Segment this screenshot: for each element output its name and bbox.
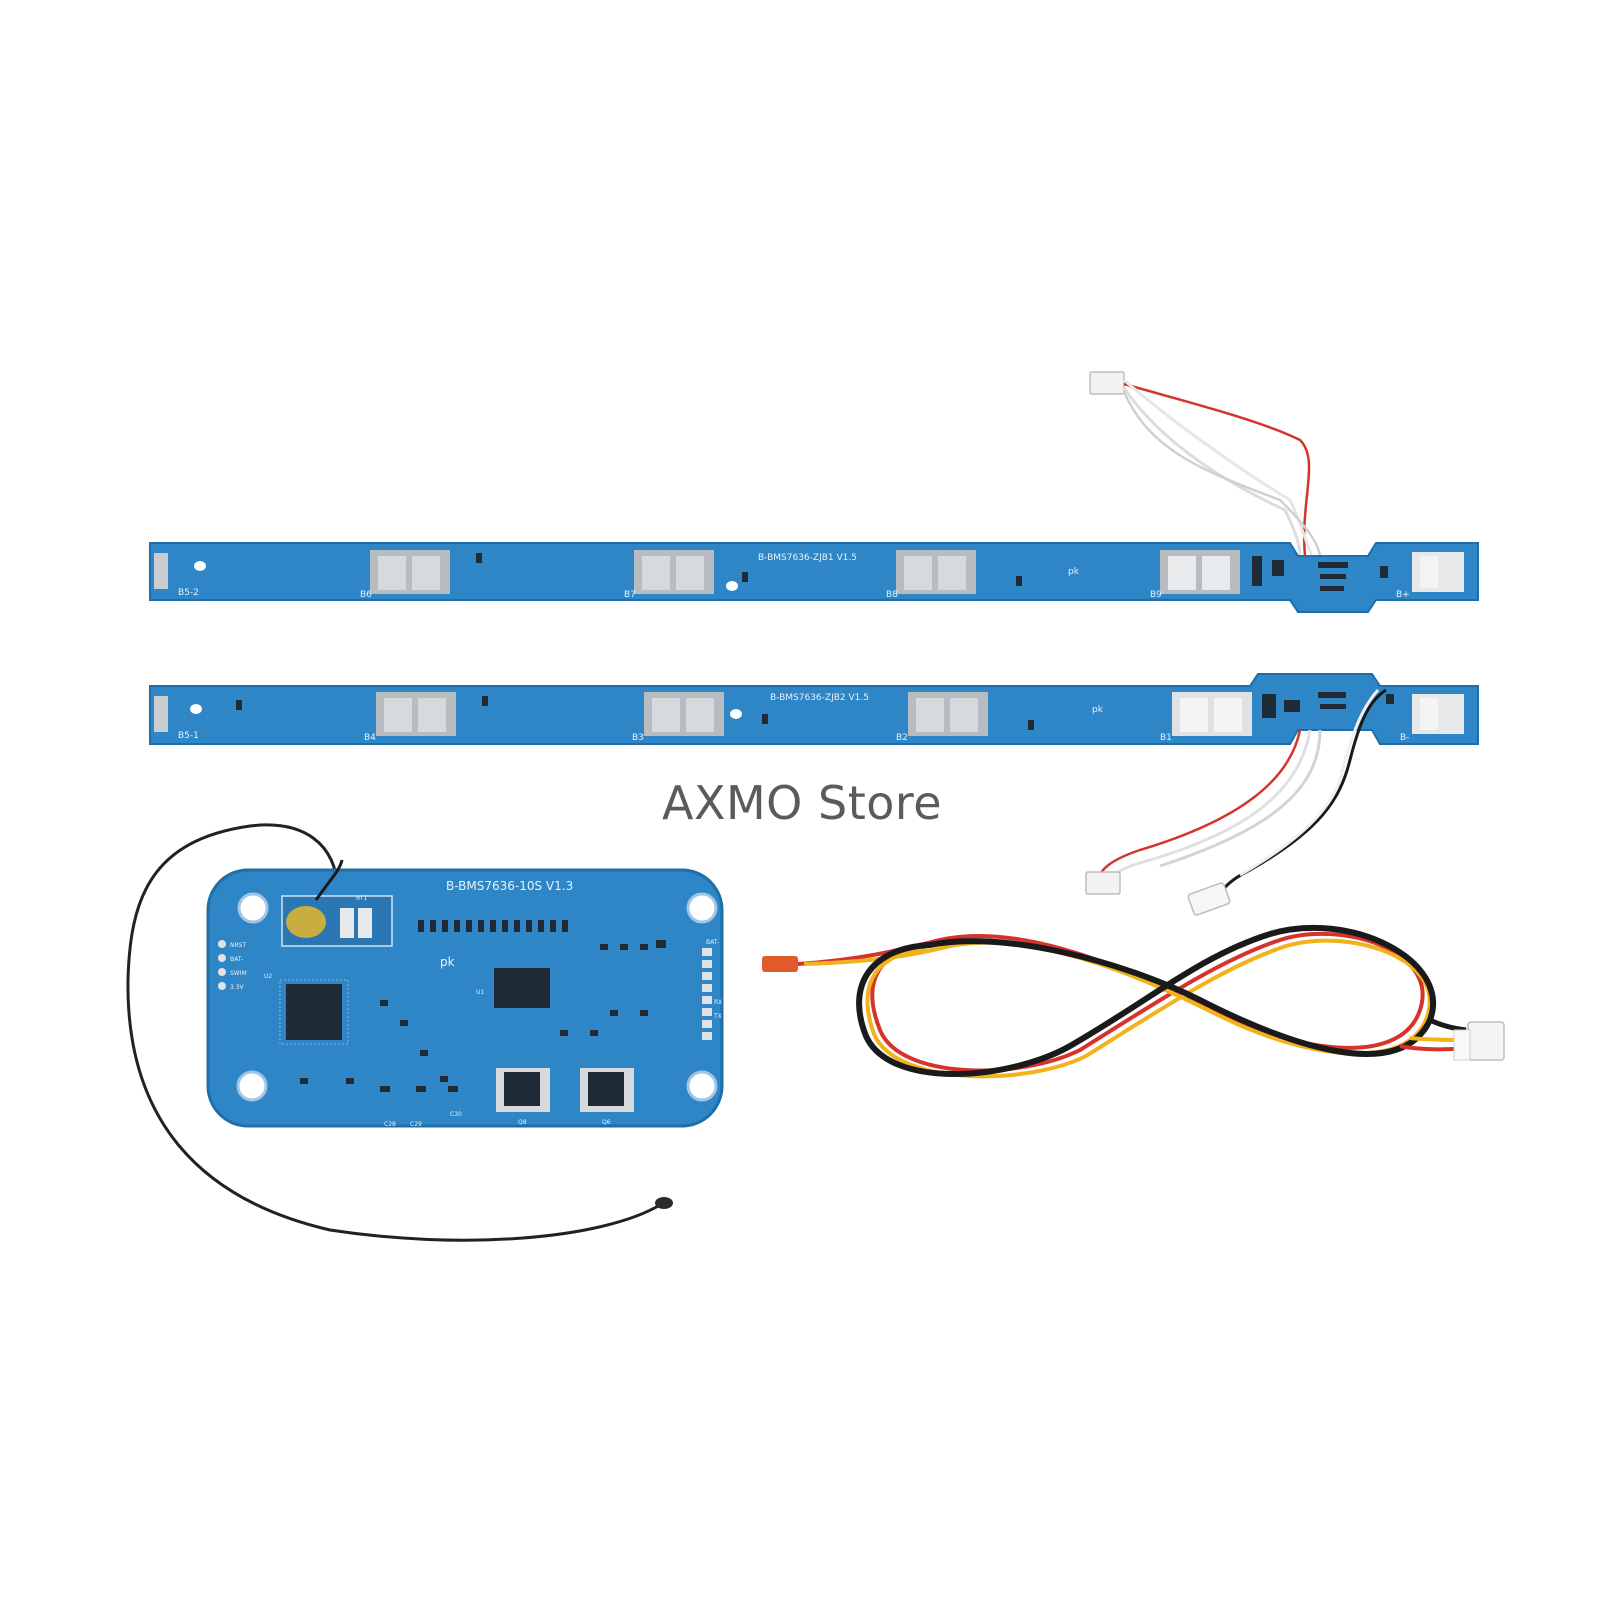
strip-bottom-pad-label: B4 [364,733,376,743]
resistor-row [300,920,666,1092]
jst-connector [1467,1021,1505,1061]
q8-label: Q8 [518,1119,527,1126]
strip-bottom-pad-label: B5-1 [178,731,199,741]
balance-strip-bottom: B-BMS7636-ZJB2 V1.5 pk B5-1 B4 B3 B2 B1 … [149,673,1479,916]
connection-cable [762,924,1505,1079]
strip-bottom-pad-label: B- [1400,733,1409,743]
red-connector-tip [762,956,798,972]
u2-label: U2 [264,973,272,980]
c28-label: C28 [384,1121,396,1128]
strip-top-pk-label: pk [1068,567,1080,577]
strip-top-pad-label: B+ [1396,590,1410,600]
thermistor-wire [126,823,661,1242]
strip-bottom-model-label: B-BMS7636-ZJB2 V1.5 [770,693,869,703]
pin-label-tx: TX [713,1013,722,1020]
pin-label-3v3: 3.3V [230,984,245,991]
main-bms-board: B-BMS7636-10S V1.3 pk RT1 NRST BAT- SWIM… [126,823,724,1242]
strip-top-pad-label: B6 [360,590,372,600]
header-pads [702,948,712,1040]
balance-strip-top: B-BMS7636-ZJB1 V1.5 pk B5-2 B6 B7 B8 B9 … [149,371,1479,613]
rt1-label: RT1 [356,895,367,902]
strip-top-pad-label: B7 [624,590,636,600]
pin-label-bat-right: BAT- [706,939,719,946]
q6-label: Q6 [602,1119,611,1126]
strip-top-pad-label: B9 [1150,590,1162,600]
pin-label-rx: RX [714,999,722,1006]
main-board-pk-label: pk [440,955,455,969]
test-pads [218,940,226,990]
store-watermark: AXMO Store [662,776,943,830]
c29-label: C29 [410,1121,422,1128]
strip-top-pad-label: B5-2 [178,588,199,598]
strip-top-model-label: B-BMS7636-ZJB1 V1.5 [758,553,857,563]
strip-top-pads [154,550,1464,594]
strip-top-wire-harness [1089,371,1322,557]
strip-bottom-pad-label: B3 [632,733,644,743]
main-board-model-label: B-BMS7636-10S V1.3 [446,879,573,893]
strip-top-components [476,553,1388,591]
pin-label-nrst: NRST [230,942,246,949]
strip-bottom-components [236,692,1394,730]
strip-bottom-pad-label: B1 [1160,733,1172,743]
strip-bottom-pk-label: pk [1092,705,1104,715]
strip-bottom-pads [154,692,1464,736]
pin-label-swim: SWIM [230,970,247,977]
strip-bottom-wire-harness [1085,688,1387,916]
u1-label: U1 [476,989,484,996]
c30-label: C30 [450,1111,462,1118]
pin-label-bat: BAT- [230,956,243,963]
strip-top-pad-label: B8 [886,590,898,600]
strip-bottom-pad-label: B2 [896,733,908,743]
